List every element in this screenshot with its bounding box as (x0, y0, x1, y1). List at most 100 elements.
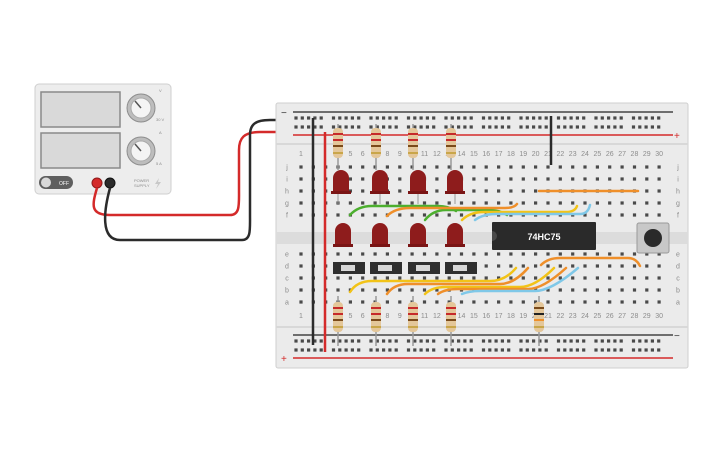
breadboard-hole[interactable] (336, 276, 340, 280)
breadboard-hole[interactable] (613, 339, 617, 343)
breadboard-hole[interactable] (447, 213, 451, 217)
breadboard-hole[interactable] (521, 264, 525, 268)
breadboard-hole[interactable] (398, 213, 402, 217)
breadboard-hole[interactable] (410, 288, 414, 292)
breadboard-hole[interactable] (472, 165, 476, 169)
breadboard-hole[interactable] (497, 264, 501, 268)
breadboard-hole[interactable] (546, 288, 550, 292)
breadboard-hole[interactable] (388, 116, 392, 120)
breadboard-hole[interactable] (608, 276, 612, 280)
breadboard-hole[interactable] (546, 264, 550, 268)
breadboard-hole[interactable] (644, 348, 648, 352)
breadboard-hole[interactable] (619, 116, 623, 120)
breadboard-hole[interactable] (563, 125, 567, 129)
breadboard-hole[interactable] (413, 125, 417, 129)
breadboard-hole[interactable] (571, 177, 575, 181)
breadboard-hole[interactable] (497, 252, 501, 256)
breadboard-hole[interactable] (582, 339, 586, 343)
breadboard-hole[interactable] (398, 276, 402, 280)
breadboard-hole[interactable] (463, 348, 467, 352)
breadboard-hole[interactable] (595, 177, 599, 181)
breadboard-hole[interactable] (410, 165, 414, 169)
breadboard-hole[interactable] (361, 213, 365, 217)
breadboard-hole[interactable] (299, 276, 303, 280)
breadboard-hole[interactable] (361, 177, 365, 181)
breadboard-hole[interactable] (600, 348, 604, 352)
breadboard-hole[interactable] (388, 339, 392, 343)
breadboard-hole[interactable] (469, 125, 473, 129)
breadboard-hole[interactable] (620, 288, 624, 292)
led-bottom-2[interactable] (370, 223, 390, 247)
breadboard-hole[interactable] (361, 288, 365, 292)
breadboard-hole[interactable] (497, 276, 501, 280)
wire-blue[interactable] (473, 203, 592, 222)
slide-switch[interactable] (370, 262, 402, 274)
breadboard-hole[interactable] (657, 288, 661, 292)
breadboard-hole[interactable] (331, 125, 336, 129)
breadboard-hole[interactable] (608, 177, 612, 181)
breadboard-hole[interactable] (521, 165, 525, 169)
breadboard-hole[interactable] (638, 125, 642, 129)
breadboard-hole[interactable] (313, 116, 317, 120)
breadboard-hole[interactable] (432, 125, 436, 129)
breadboard-hole[interactable] (373, 201, 377, 205)
breadboard-hole[interactable] (373, 213, 377, 217)
breadboard-hole[interactable] (521, 300, 525, 304)
breadboard-hole[interactable] (422, 213, 427, 217)
breadboard-hole[interactable] (435, 288, 439, 292)
breadboard-hole[interactable] (419, 348, 423, 352)
breadboard-hole[interactable] (450, 339, 454, 343)
breadboard-hole[interactable] (632, 300, 637, 304)
breadboard-hole[interactable] (620, 300, 624, 304)
positive-terminal[interactable] (91, 177, 103, 189)
breadboard-hole[interactable] (350, 339, 354, 343)
breadboard-hole[interactable] (472, 177, 476, 181)
breadboard-hole[interactable] (620, 264, 624, 268)
breadboard-hole[interactable] (657, 252, 661, 256)
breadboard-hole[interactable] (361, 189, 365, 193)
negative-terminal[interactable] (104, 177, 116, 189)
breadboard-hole[interactable] (481, 348, 486, 352)
breadboard-hole[interactable] (481, 339, 486, 343)
breadboard-hole[interactable] (645, 201, 649, 205)
breadboard-hole[interactable] (645, 252, 649, 256)
breadboard-hole[interactable] (382, 348, 386, 352)
breadboard-hole[interactable] (619, 339, 623, 343)
breadboard-hole[interactable] (398, 165, 402, 169)
breadboard-hole[interactable] (435, 300, 439, 304)
breadboard-hole[interactable] (463, 125, 467, 129)
breadboard-hole[interactable] (509, 264, 513, 268)
breadboard-hole[interactable] (375, 116, 379, 120)
top-resistors[interactable] (333, 124, 456, 170)
wire-blue[interactable] (460, 266, 580, 296)
breadboard-hole[interactable] (406, 339, 411, 343)
breadboard-hole[interactable] (450, 116, 454, 120)
wire-yellow[interactable] (348, 266, 518, 294)
breadboard-hole[interactable] (608, 288, 612, 292)
breadboard-hole[interactable] (631, 339, 636, 343)
wire-orange[interactable] (385, 202, 519, 218)
breadboard-hole[interactable] (361, 252, 365, 256)
breadboard-hole[interactable] (307, 339, 311, 343)
breadboard-hole[interactable] (638, 339, 642, 343)
breadboard-hole[interactable] (344, 348, 348, 352)
breadboard-hole[interactable] (394, 125, 398, 129)
breadboard-hole[interactable] (632, 213, 637, 217)
breadboard-hole[interactable] (546, 201, 550, 205)
breadboard-hole[interactable] (583, 165, 587, 169)
breadboard-hole[interactable] (299, 165, 303, 169)
breadboard-hole[interactable] (583, 264, 587, 268)
led-top-1[interactable] (331, 170, 351, 204)
breadboard-hole[interactable] (488, 125, 492, 129)
resistor[interactable] (446, 296, 456, 346)
breadboard-hole[interactable] (447, 201, 451, 205)
breadboard-hole[interactable] (620, 213, 624, 217)
breadboard-hole[interactable] (534, 300, 538, 304)
breadboard-hole[interactable] (406, 116, 411, 120)
breadboard-hole[interactable] (494, 125, 498, 129)
breadboard-hole[interactable] (571, 276, 575, 280)
breadboard-hole[interactable] (299, 300, 303, 304)
breadboard-hole[interactable] (300, 125, 304, 129)
breadboard-hole[interactable] (382, 116, 386, 120)
breadboard-hole[interactable] (422, 252, 427, 256)
